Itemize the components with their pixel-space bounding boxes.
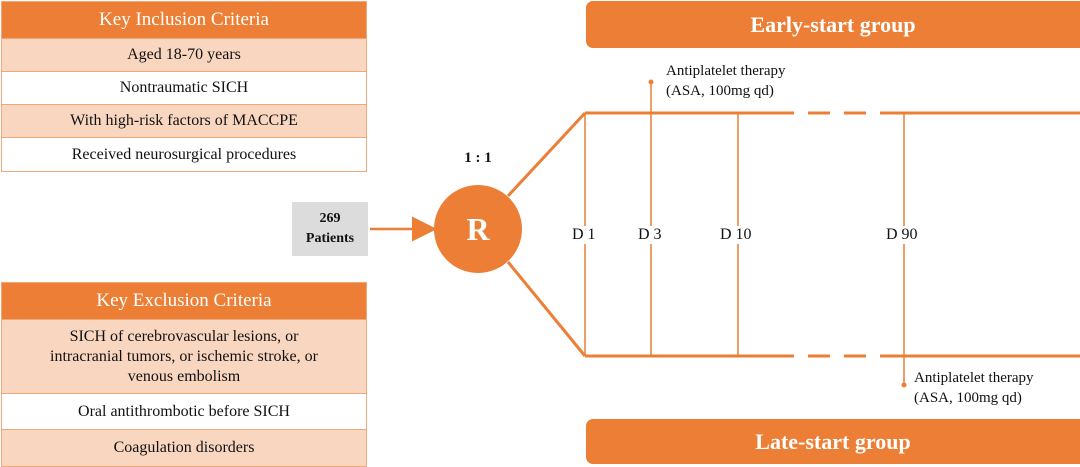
early-therapy-line1: Antiplatelet therapy: [666, 63, 786, 79]
exclusion-item-line: SICH of cerebrovascular lesions, or: [69, 327, 299, 345]
exclusion-item-label: Oral antithrombotic before SICH: [78, 402, 290, 420]
inclusion-item-label: Received neurosurgical procedures: [71, 145, 297, 163]
randomization-circle: R: [434, 185, 522, 273]
inclusion-item-age: Aged 18-70 years: [2, 39, 366, 72]
exclusion-item-coagulation: Coagulation disorders: [2, 430, 366, 466]
exclusion-item-line: intracranial tumors, or ischemic stroke,…: [50, 347, 318, 365]
early-therapy-dot: [648, 79, 654, 85]
exclusion-criteria-box: Key Exclusion Criteria SICH of cerebrova…: [1, 282, 367, 467]
inclusion-criteria-box: Key Inclusion Criteria Aged 18-70 years …: [1, 1, 367, 172]
early-therapy-note: Antiplatelet therapy (ASA, 100mg qd): [666, 61, 786, 101]
early-start-group-banner: Early-start group: [586, 1, 1080, 48]
late-branch-line: [506, 261, 587, 357]
day-label-3: D 3: [636, 226, 664, 244]
inclusion-item-label: With high-risk factors of MACCPE: [70, 112, 298, 129]
early-branch-line: [506, 111, 587, 198]
randomization-ratio: 1 : 1: [464, 150, 492, 166]
inclusion-criteria-title: Key Inclusion Criteria: [2, 2, 366, 39]
late-start-group-banner: Late-start group: [586, 419, 1080, 464]
day-label-10: D 10: [718, 226, 754, 244]
late-therapy-dot: [901, 382, 907, 388]
exclusion-item-label: Coagulation disorders: [113, 439, 255, 456]
day-label-1: D 1: [570, 226, 598, 244]
exclusion-item-line: venous embolism: [127, 367, 241, 385]
exclusion-item-lesions: SICH of cerebrovascular lesions, or intr…: [2, 320, 366, 394]
inclusion-item-label: Aged 18-70 years: [127, 46, 241, 63]
late-therapy-line1: Antiplatelet therapy: [914, 370, 1034, 386]
exclusion-criteria-title: Key Exclusion Criteria: [2, 283, 366, 320]
patients-count: 269: [319, 211, 341, 226]
early-therapy-line2: (ASA, 100mg qd): [666, 83, 774, 99]
inclusion-item-surgery: Received neurosurgical procedures: [2, 138, 366, 171]
inclusion-item-risk: With high-risk factors of MACCPE: [2, 105, 366, 138]
patients-box: 269 Patients: [292, 202, 368, 256]
late-therapy-line2: (ASA, 100mg qd): [914, 390, 1022, 406]
inclusion-item-label: Nontraumatic SICH: [119, 79, 249, 96]
exclusion-item-antithrombotic: Oral antithrombotic before SICH: [2, 394, 366, 430]
patients-label: Patients: [305, 231, 355, 246]
inclusion-item-sich: Nontraumatic SICH: [2, 72, 366, 105]
late-therapy-note: Antiplatelet therapy (ASA, 100mg qd): [914, 368, 1034, 408]
day-label-90: D 90: [884, 226, 920, 244]
